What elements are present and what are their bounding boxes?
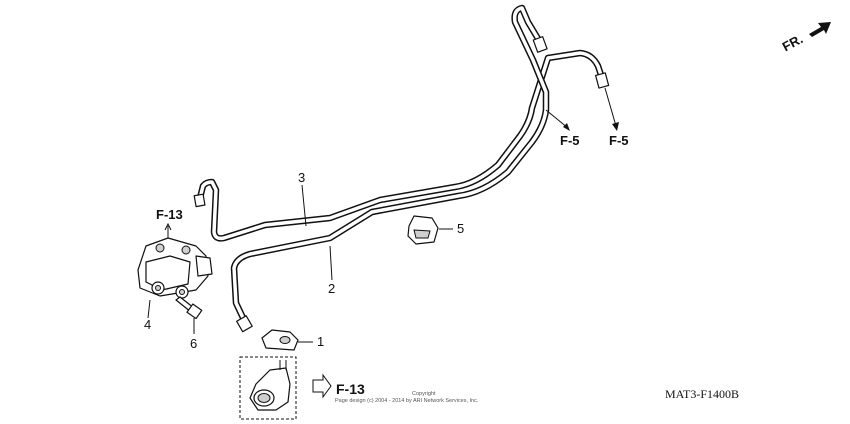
ref-f5-right[interactable]: F-5 xyxy=(609,133,629,148)
callout-part-6: 6 xyxy=(190,336,197,351)
copyright-line-2: Page design (c) 2004 - 2014 by ARI Netwo… xyxy=(335,398,479,404)
flare-nut-top-center xyxy=(532,36,548,53)
detail-inset xyxy=(239,356,297,420)
flare-nut-top-left xyxy=(193,193,206,208)
flare-nut-bottom xyxy=(236,315,253,333)
diagram-code: MAT3-F1400B xyxy=(665,387,739,401)
callout-part-2: 2 xyxy=(328,281,335,296)
brake-pipe-2[interactable] xyxy=(230,4,550,326)
arrow-to-f5-left xyxy=(545,109,570,131)
copyright-line-1: Copyright xyxy=(412,391,436,397)
front-direction-indicator: FR. xyxy=(780,22,831,54)
arrow-to-f5-right xyxy=(604,87,619,131)
callout-part-1: 1 xyxy=(317,334,324,349)
front-label: FR. xyxy=(780,31,806,54)
brake-pipe-3[interactable] xyxy=(196,49,605,242)
ref-f13-bottom[interactable]: F-13 xyxy=(336,381,365,397)
bolt-part-6[interactable] xyxy=(175,296,203,334)
front-arrow-icon xyxy=(809,22,831,37)
leader-part-2 xyxy=(329,245,333,281)
arrow-to-f13-bottom xyxy=(312,373,332,399)
callout-part-4: 4 xyxy=(144,317,151,332)
pipe-clip-part-5[interactable] xyxy=(407,215,453,245)
pipe-joint-part-1[interactable] xyxy=(261,329,313,351)
leader-part-3 xyxy=(301,184,307,227)
flare-nut-top-right xyxy=(595,72,610,89)
master-cylinder-part-4[interactable] xyxy=(137,222,213,319)
ref-f5-left[interactable]: F-5 xyxy=(560,133,580,148)
ref-f13-top[interactable]: F-13 xyxy=(156,207,183,222)
callout-part-5: 5 xyxy=(457,221,464,236)
callout-part-3: 3 xyxy=(298,170,305,185)
